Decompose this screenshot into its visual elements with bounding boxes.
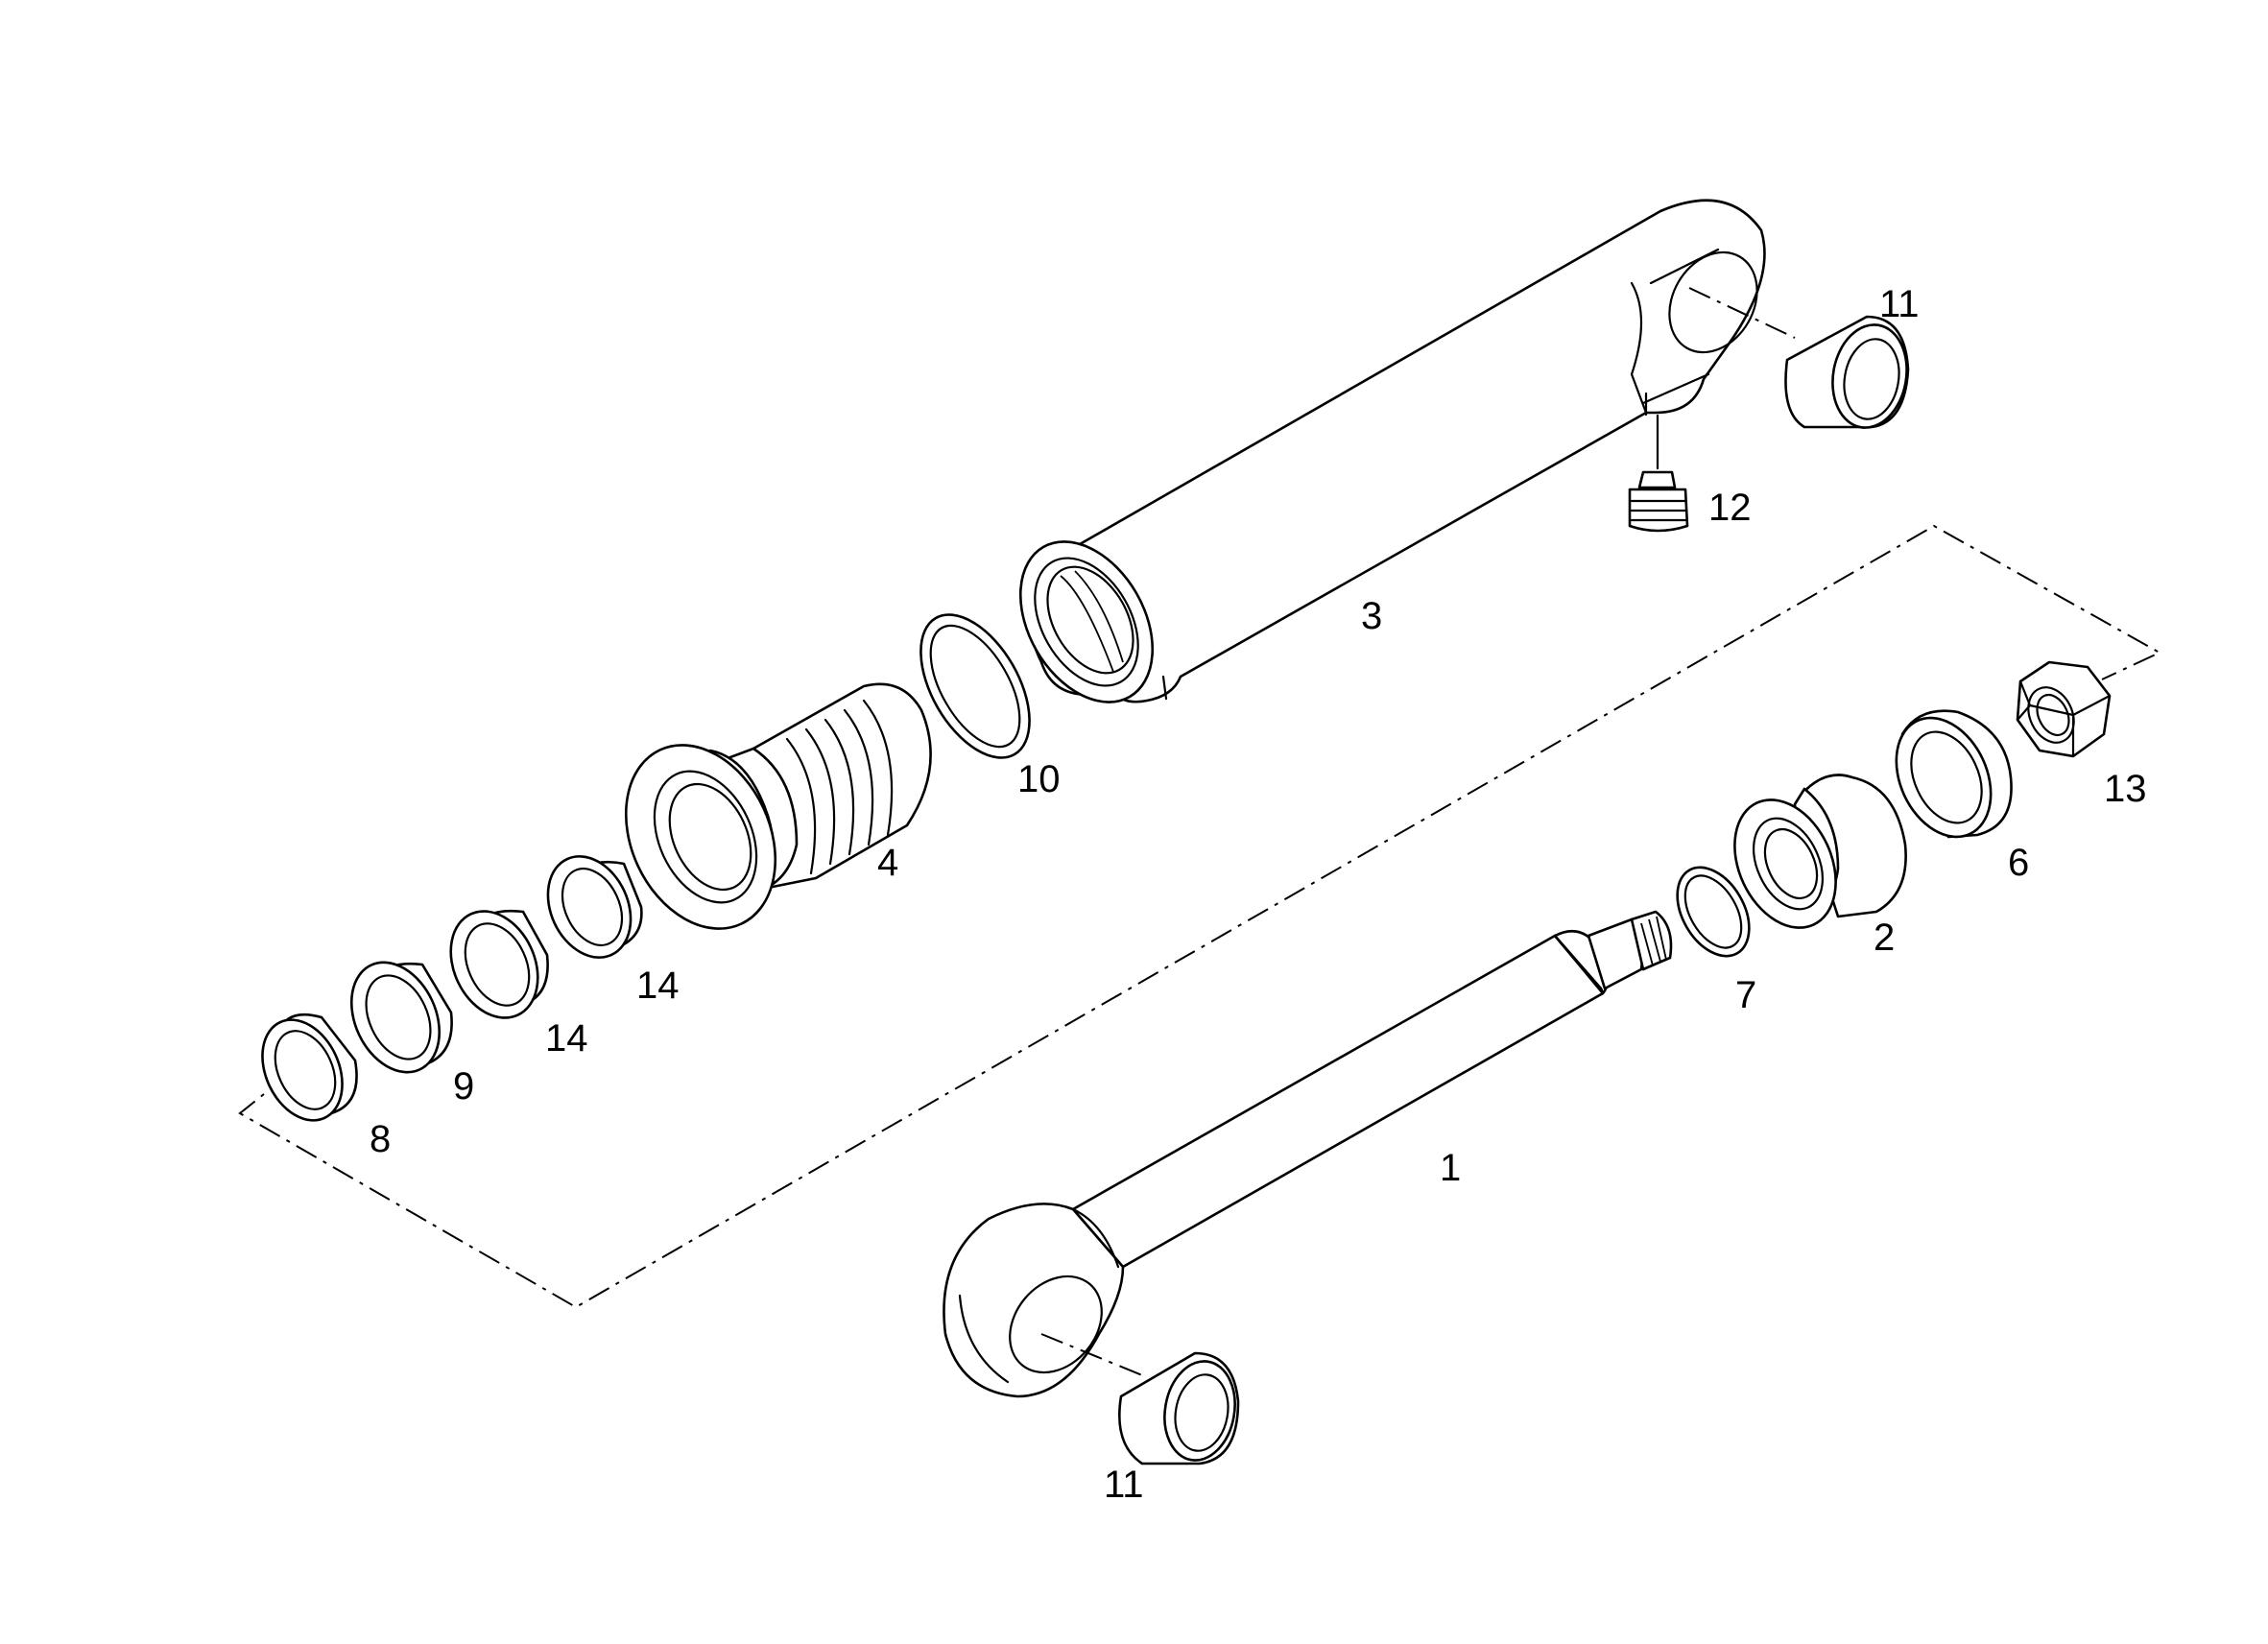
part-11-bushing-bottom: [1118, 1351, 1240, 1465]
part-4-gland: [624, 682, 932, 930]
part-3-cylinder-barrel: [1018, 199, 1766, 703]
callout-14-a: 14: [636, 965, 680, 1007]
part-10-o-ring: [919, 613, 1031, 759]
callout-2: 2: [1874, 917, 1895, 959]
callout-3: 3: [1361, 595, 1382, 637]
part-13-hex-nut: [2016, 660, 2112, 758]
callout-10: 10: [1017, 758, 1061, 800]
callout-4: 4: [877, 842, 898, 884]
callout-11-top: 11: [1879, 283, 1920, 325]
part-8-snap-ring: [261, 1013, 358, 1122]
callout-13: 13: [2104, 768, 2147, 810]
part-12-grease-nipple: [1628, 414, 1689, 533]
callout-8: 8: [370, 1118, 391, 1160]
part-7-o-ring: [1676, 866, 1751, 958]
callout-9: 9: [453, 1065, 474, 1108]
part-1-piston-rod: [943, 910, 1673, 1398]
part-6-ring: [1895, 709, 2013, 839]
callout-1: 1: [1440, 1147, 1461, 1189]
part-14-seal-b: [449, 909, 549, 1019]
part-9-wiper-ring: [349, 961, 453, 1074]
part-14-seal-a: [546, 855, 643, 959]
callout-14-b: 14: [545, 1017, 588, 1060]
callout-7: 7: [1735, 974, 1756, 1016]
part-2-piston: [1733, 774, 1907, 929]
callout-11-bottom: 11: [1104, 1464, 1144, 1506]
callout-12: 12: [1708, 487, 1752, 529]
callout-6: 6: [2008, 842, 2029, 884]
bushing-bottom-axis: [1040, 1333, 1148, 1378]
part-11-bushing-top: [1784, 315, 1910, 429]
assembly-guide-line: [238, 524, 2162, 1309]
bushing-top-axis: [1688, 287, 1796, 339]
